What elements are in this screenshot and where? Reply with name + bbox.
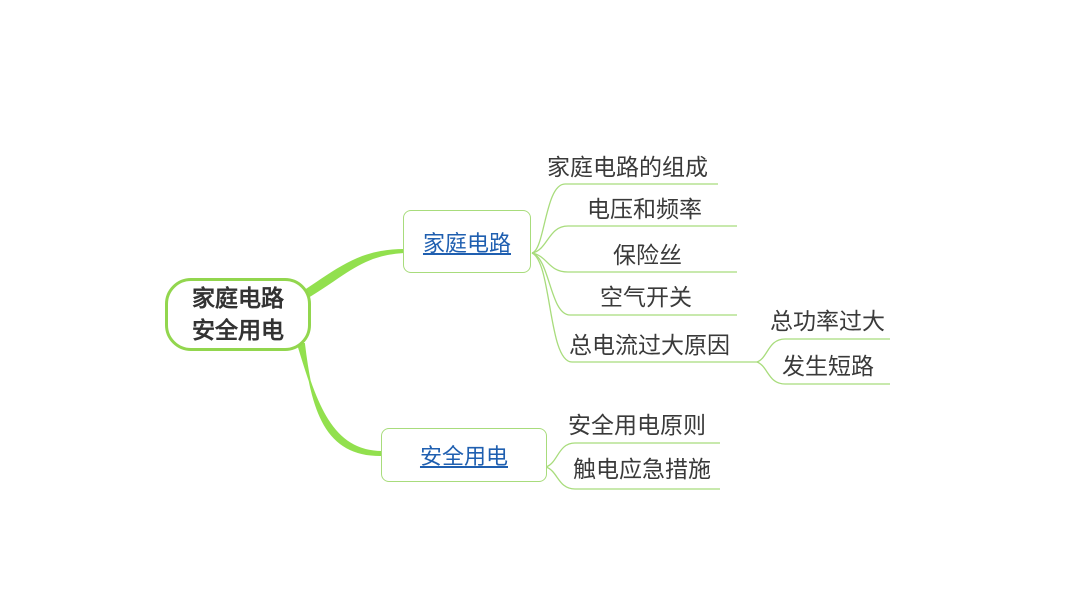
edge-leaf-5: [531, 252, 757, 363]
edge-leaf-4: [531, 252, 737, 316]
root-node: 家庭电路 安全用电: [165, 278, 311, 351]
edge-leaf-2: [531, 225, 737, 254]
root-title-line-1: 家庭电路: [192, 285, 284, 312]
leaf-node: 家庭电路的组成: [547, 155, 708, 181]
branch-link-electrical-safety[interactable]: 安全用电: [419, 445, 508, 470]
leaf-node: 总电流过大原因: [569, 333, 730, 359]
leaf-node: 保险丝: [613, 243, 682, 269]
edge-leaf-1: [531, 183, 718, 254]
sub-leaf-node: 发生短路: [782, 354, 874, 380]
leaf-node: 电压和频率: [587, 197, 702, 223]
leaf-node: 触电应急措施: [573, 457, 711, 483]
branch-link-home-circuit[interactable]: 家庭电路: [422, 231, 511, 257]
root-title-line-2: 安全用电: [192, 317, 284, 344]
branch-node-electrical-safety[interactable]: 安全用电: [381, 428, 547, 482]
edge-leaf-7: [545, 466, 720, 490]
branch-node-home-circuit[interactable]: 家庭电路: [403, 210, 531, 273]
edge-sub-1: [756, 338, 890, 363]
leaf-node: 安全用电原则: [568, 413, 706, 439]
edge-leaf-3: [531, 252, 737, 273]
root-to-branch-1: [301, 248, 405, 300]
leaf-node: 空气开关: [600, 285, 692, 311]
sub-leaf-node: 总功率过大: [770, 309, 885, 335]
edge-leaf-6: [545, 442, 720, 468]
root-to-branch-2: [296, 343, 383, 457]
edge-sub-2: [756, 361, 890, 385]
